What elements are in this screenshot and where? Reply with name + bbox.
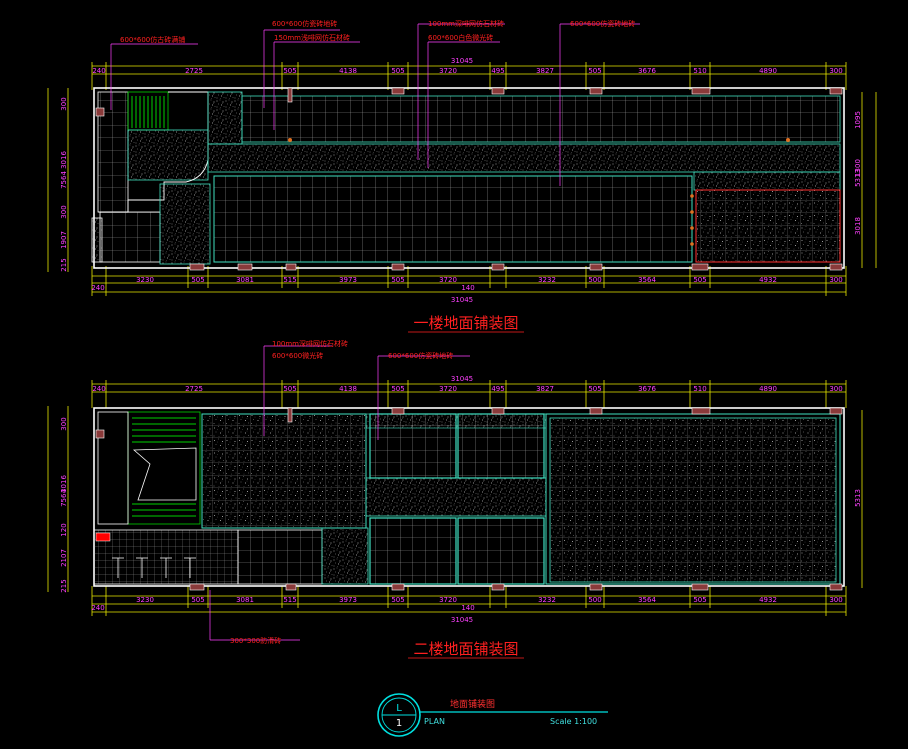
plan-2: 100mm深啡网仿石材砖 600*600微光砖 600*600仿瓷砖地砖 300… [47, 339, 863, 659]
plan2-left-dim-2: 120 [60, 523, 68, 536]
plan2-left-dim-3: 2107 [60, 549, 68, 567]
plan1-bottom-dim-7: 3232 [538, 276, 556, 284]
plan2-bottom-dim-3: 515 [283, 596, 296, 604]
stamp-number: 1 [396, 718, 402, 729]
plan2-top-dim-5: 3720 [439, 385, 457, 393]
plan2-callout-3: 600*600仿瓷砖地砖 [388, 351, 453, 360]
plan1-right-dim-1: 1300 [854, 159, 862, 177]
plan1-bottom-dim-5: 505 [391, 276, 404, 284]
plan1-left-dim-3: 1907 [60, 231, 68, 249]
plan1-top-dim-10: 510 [693, 67, 706, 75]
plan2-top-total: 31045 [451, 375, 473, 383]
plan1-right-dim-2: 3018 [854, 217, 862, 235]
plan2-top-dim-0: 240 [92, 385, 105, 393]
plan2-top-dim-7: 3827 [536, 385, 554, 393]
plan1-top-dim-9: 3676 [638, 67, 656, 75]
plan2-bottom-dim-9: 3564 [638, 596, 656, 604]
plan2-top-dim-2: 505 [283, 385, 296, 393]
plan1-top-dim-4: 505 [391, 67, 404, 75]
plan1-top-dim-12: 300 [829, 67, 842, 75]
plan1-bottom-dim-10: 505 [693, 276, 706, 284]
plan2-bottom-dim-2: 3081 [236, 596, 254, 604]
plan2-top-dim-11: 4890 [759, 385, 777, 393]
plan1-title: 一楼地面铺装图 [413, 314, 518, 332]
plan2-bottom-dim-10: 505 [693, 596, 706, 604]
plan1-right-dim-3: 5313 [854, 169, 862, 187]
plan1-top-dim-8: 505 [588, 67, 601, 75]
plan1-bottom-dim-3: 515 [283, 276, 296, 284]
plan1-top-total: 31045 [451, 57, 473, 65]
plan2-top-dim-3: 4138 [339, 385, 357, 393]
plan2-bottom-dim-0: 3230 [136, 596, 154, 604]
plan2-left-dim-5: 7564 [60, 489, 68, 507]
plan2-callout-2: 600*600微光砖 [272, 351, 323, 360]
plan1-top-dim-5: 3720 [439, 67, 457, 75]
stamp-scale: Scale 1:100 [550, 717, 597, 726]
plan1-left-dim-5: 7564 [60, 171, 68, 189]
plan1-top-dim-7: 3827 [536, 67, 554, 75]
plan1-bottom-dim-2: 3081 [236, 276, 254, 284]
plan2-top-dim-12: 300 [829, 385, 842, 393]
plan1-callout-6: 600*600仿瓷砖地砖 [570, 19, 635, 28]
plan1-top-dim-2: 505 [283, 67, 296, 75]
plan2-title: 二楼地面铺装图 [413, 640, 518, 658]
plan2-left-dim-4: 215 [60, 579, 68, 592]
plan1-bottom-dim-8: 500 [588, 276, 601, 284]
plan2-bottom-dim-5: 505 [391, 596, 404, 604]
plan2-top-dim-4: 505 [391, 385, 404, 393]
plan2-bottom-dim-6: 3720 [439, 596, 457, 604]
plan2-bottom-dim-4: 3973 [339, 596, 357, 604]
plan2-bottom-extra-1: 240 [91, 604, 104, 612]
plan1-bottom-dim-4: 3973 [339, 276, 357, 284]
plan1-callout-3: 150mm浅啡网仿石材砖 [274, 33, 350, 42]
plan1-bottom-dim-6: 3720 [439, 276, 457, 284]
plan2-top-dim-6: 495 [491, 385, 504, 393]
plan-1: 600*600仿古砖满铺 600*600仿瓷砖地砖 150mm浅啡网仿石材砖 1… [47, 19, 877, 333]
plan2-bottom-extra-2: 140 [461, 604, 474, 612]
drawing-stamp: L 1 地面铺装图 PLAN Scale 1:100 [377, 693, 608, 737]
plan2-bottom-dim-11: 4932 [759, 596, 777, 604]
plan2-bottom-dim-7: 3232 [538, 596, 556, 604]
plan1-bottom-dim-12: 300 [829, 276, 842, 284]
plan2-callout-1: 100mm深啡网仿石材砖 [272, 339, 348, 348]
plan2-top-dim-10: 510 [693, 385, 706, 393]
plan2-bottom-dim-8: 500 [588, 596, 601, 604]
plan1-left-dim-2: 300 [60, 205, 68, 218]
plan1-bottom-extra-2: 140 [461, 284, 474, 292]
plan1-callout-5: 600*600白色微光砖 [428, 33, 493, 42]
plan1-bottom-dim-0: 3230 [136, 276, 154, 284]
plan1-top-dim-3: 4138 [339, 67, 357, 75]
plan1-top-dim-11: 4890 [759, 67, 777, 75]
plan2-top-dim-1: 2725 [185, 385, 203, 393]
plan2-left-dim-0: 300 [60, 417, 68, 430]
plan1-bottom-total: 31045 [451, 296, 473, 304]
plan1-left-dim-1: 3016 [60, 151, 68, 169]
plan1-callout-2: 600*600仿瓷砖地砖 [272, 19, 337, 28]
plan2-top-dim-9: 3676 [638, 385, 656, 393]
plan2-bottom-dim-12: 300 [829, 596, 842, 604]
plan1-bottom-dim-9: 3564 [638, 276, 656, 284]
plan1-left-dim-4: 215 [60, 258, 68, 271]
plan2-right-dim-0: 5313 [854, 489, 862, 507]
plan2-bottom-total: 31045 [451, 616, 473, 624]
plan1-left-dim-0: 300 [60, 97, 68, 110]
plan1-right-dim-0: 1095 [854, 111, 862, 129]
stamp-letter: L [396, 703, 402, 714]
plan1-callout-1: 600*600仿古砖满铺 [120, 35, 185, 44]
plan1-bottom-dim-1: 505 [191, 276, 204, 284]
plan1-top-dim-1: 2725 [185, 67, 203, 75]
plan1-bottom-dim-11: 4932 [759, 276, 777, 284]
plan1-top-dim-0: 240 [92, 67, 105, 75]
plan1-callout-4: 100mm深啡网仿石材砖 [428, 19, 504, 28]
plan1-top-dim-6: 495 [491, 67, 504, 75]
stamp-plan-label: PLAN [424, 717, 445, 726]
plan1-bottom-extra-1: 240 [91, 284, 104, 292]
stamp-title: 地面铺装图 [450, 698, 495, 710]
plan2-bottom-dim-1: 505 [191, 596, 204, 604]
plan2-left-dim-1: 3016 [60, 475, 68, 493]
plan2-callout-4: 300*300防滑砖 [230, 636, 281, 645]
plan2-top-dim-8: 505 [588, 385, 601, 393]
